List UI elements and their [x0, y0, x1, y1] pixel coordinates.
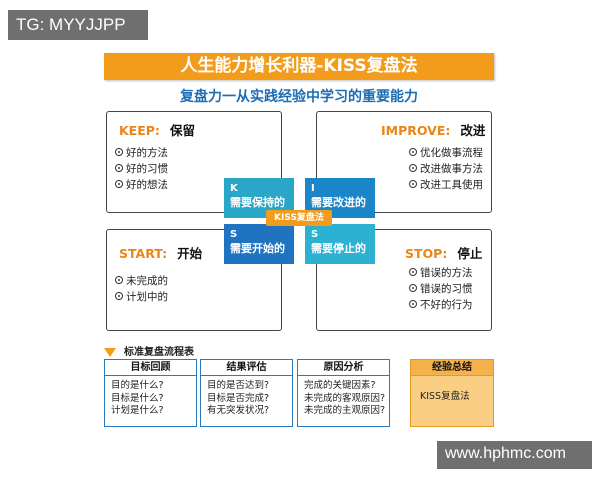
list-item-text: 优化做事流程 — [420, 146, 483, 159]
bullet-icon — [409, 268, 417, 276]
bullet-icon — [115, 180, 123, 188]
column-line: 目标是否完成? — [207, 392, 270, 404]
tile-stop: S 需要停止的 — [305, 224, 375, 264]
watermark-top: TG: MYYJJPP — [8, 10, 148, 40]
bullet-icon — [115, 276, 123, 284]
column-line: 目标是什么? — [111, 392, 164, 404]
triangle-down-icon — [104, 347, 116, 357]
list-item-text: 好的习惯 — [126, 162, 168, 175]
quadrant-keep-list: 好的方法 好的习惯 好的想法 — [115, 144, 168, 192]
column-header: 目标回顾 — [105, 360, 196, 376]
quadrant-stop-list: 错误的方法 错误的习惯 不好的行为 — [409, 264, 473, 312]
list-item-text: 好的方法 — [126, 146, 168, 159]
bullet-icon — [409, 148, 417, 156]
column-lines: 目的是什么? 目标是什么? 计划是什么? — [105, 376, 196, 418]
quadrant-start-list: 未完成的 计划中的 — [115, 272, 168, 304]
tile-stop-letter: S — [311, 229, 319, 240]
tile-keep-letter: K — [230, 183, 238, 194]
quadrant-stop-heading: STOP: 停止 — [405, 243, 482, 262]
page-title: 人生能力增长利器-KISS复盘法 — [104, 53, 494, 80]
column-header: 原因分析 — [298, 360, 389, 376]
quadrant-improve-cn: 改进 — [460, 123, 486, 138]
quadrant-start-cn: 开始 — [177, 246, 203, 261]
column-line: 未完成的客观原因? — [304, 392, 386, 404]
column-lines: 目的是否达到? 目标是否完成? 有无突发状况? — [201, 376, 292, 418]
bullet-icon — [115, 148, 123, 156]
bullet-icon — [115, 164, 123, 172]
bullet-icon — [115, 292, 123, 300]
list-item-text: 错误的方法 — [420, 266, 473, 279]
list-item: 改进做事方法 — [409, 160, 483, 176]
column-line: KISS复盘法 — [420, 391, 470, 402]
tile-start: S 需要开始的 — [224, 224, 294, 264]
column-line: 目的是否达到? — [207, 380, 270, 391]
column-lines: KISS复盘法 — [411, 376, 493, 404]
page-subtitle: 复盘力一从实践经验中学习的重要能力 — [180, 89, 418, 105]
list-item-text: 改进工具使用 — [420, 178, 483, 191]
watermark-bottom: www.hphmc.com — [437, 441, 592, 469]
column-header: 经验总结 — [411, 360, 493, 376]
quadrant-improve-en: IMPROVE: — [381, 123, 451, 138]
list-item: 不好的行为 — [409, 296, 473, 312]
center-badge: KISS复盘法 — [266, 210, 332, 226]
quadrant-keep: KEEP: 保留 好的方法 好的习惯 好的想法 — [106, 111, 282, 213]
quadrant-stop-en: STOP: — [405, 246, 448, 261]
quadrant-improve-list: 优化做事流程 改进做事方法 改进工具使用 — [409, 144, 483, 192]
tile-improve-label: 需要改进的 — [311, 196, 366, 209]
list-item-text: 改进做事方法 — [420, 162, 483, 175]
bullet-icon — [409, 284, 417, 292]
tile-keep-label: 需要保持的 — [230, 196, 285, 209]
quadrant-start-heading: START: 开始 — [119, 243, 202, 262]
column-line: 目的是什么? — [111, 380, 164, 391]
table-column-goal-review: 目标回顾 目的是什么? 目标是什么? 计划是什么? — [104, 359, 197, 427]
standard-table-heading-text: 标准复盘流程表 — [124, 347, 194, 358]
table-column-cause-analysis: 原因分析 完成的关键因素? 未完成的客观原因? 未完成的主观原因? — [297, 359, 390, 427]
column-line: 计划是什么? — [111, 405, 164, 416]
bullet-icon — [409, 300, 417, 308]
column-header: 结果评估 — [201, 360, 292, 376]
list-item: 未完成的 — [115, 272, 168, 288]
column-line: 未完成的主观原因? — [304, 405, 386, 416]
column-line: 有无突发状况? — [207, 405, 270, 416]
quadrant-improve: IMPROVE: 改进 优化做事流程 改进做事方法 改进工具使用 — [316, 111, 492, 213]
quadrant-start-en: START: — [119, 246, 168, 261]
list-item-text: 错误的习惯 — [420, 282, 473, 295]
bullet-icon — [409, 164, 417, 172]
tile-improve-letter: I — [311, 183, 315, 194]
table-column-result-evaluation: 结果评估 目的是否达到? 目标是否完成? 有无突发状况? — [200, 359, 293, 427]
list-item-text: 未完成的 — [126, 274, 168, 287]
list-item: 好的想法 — [115, 176, 168, 192]
list-item: 改进工具使用 — [409, 176, 483, 192]
tile-stop-label: 需要停止的 — [311, 242, 366, 255]
quadrant-improve-heading: IMPROVE: 改进 — [381, 120, 485, 139]
list-item: 错误的方法 — [409, 264, 473, 280]
list-item-text: 计划中的 — [126, 290, 168, 303]
quadrant-keep-cn: 保留 — [169, 123, 195, 138]
list-item: 好的习惯 — [115, 160, 168, 176]
standard-table-heading: 标准复盘流程表 — [104, 343, 194, 358]
quadrant-stop-cn: 停止 — [457, 246, 483, 261]
bullet-icon — [409, 180, 417, 188]
table-column-experience-summary: 经验总结 KISS复盘法 — [410, 359, 494, 427]
quadrant-keep-heading: KEEP: 保留 — [119, 120, 195, 139]
list-item: 好的方法 — [115, 144, 168, 160]
column-lines: 完成的关键因素? 未完成的客观原因? 未完成的主观原因? — [298, 376, 389, 418]
list-item-text: 不好的行为 — [420, 298, 473, 311]
list-item-text: 好的想法 — [126, 178, 168, 191]
column-line: 完成的关键因素? — [304, 380, 376, 391]
list-item: 错误的习惯 — [409, 280, 473, 296]
tile-start-letter: S — [230, 229, 238, 240]
list-item: 计划中的 — [115, 288, 168, 304]
list-item: 优化做事流程 — [409, 144, 483, 160]
tile-start-label: 需要开始的 — [230, 242, 285, 255]
quadrant-keep-en: KEEP: — [119, 123, 160, 138]
